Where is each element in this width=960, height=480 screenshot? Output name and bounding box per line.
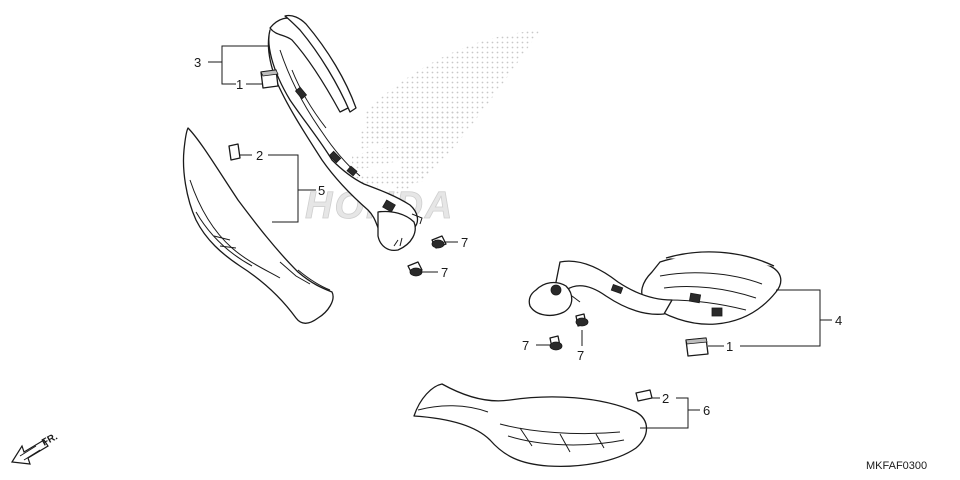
callout-5: 5 — [318, 183, 325, 198]
part-1-lower-cushion — [685, 337, 709, 357]
part-7-screw-a — [431, 235, 447, 249]
callout-3: 3 — [194, 55, 201, 70]
part-3-left-mirror-assembly — [267, 14, 423, 252]
honda-wing-watermark: HONDA — [305, 30, 540, 227]
part-7-screw-c — [549, 335, 563, 351]
callout-1-lower: 1 — [726, 339, 733, 354]
direction-label: FR. — [40, 431, 60, 448]
callout-6: 6 — [703, 403, 710, 418]
callout-7-a: 7 — [461, 235, 468, 250]
callout-2-upper: 2 — [256, 148, 263, 163]
callout-4: 4 — [835, 313, 842, 328]
drawing-code: MKFAF0300 — [866, 460, 927, 472]
part-7-screw-d — [575, 313, 589, 327]
leader-lines — [208, 45, 832, 429]
callout-7-b: 7 — [441, 265, 448, 280]
callout-7-c: 7 — [522, 338, 529, 353]
part-6-right-cover — [413, 383, 648, 468]
part-7-screw-b — [407, 261, 423, 277]
callouts: 3 1 2 5 7 7 4 1 7 7 2 6 — [194, 55, 842, 418]
callout-1-upper: 1 — [236, 77, 243, 92]
part-4-right-mirror-assembly — [528, 251, 782, 325]
part-1-upper-cushion — [260, 69, 279, 89]
callout-2-lower: 2 — [662, 391, 669, 406]
callout-7-d: 7 — [577, 348, 584, 363]
forward-arrow-icon: FR. — [10, 431, 60, 465]
part-5-left-cover — [182, 127, 334, 324]
part-2-lower-emblem — [635, 389, 653, 402]
part-2-upper-emblem — [228, 143, 241, 161]
